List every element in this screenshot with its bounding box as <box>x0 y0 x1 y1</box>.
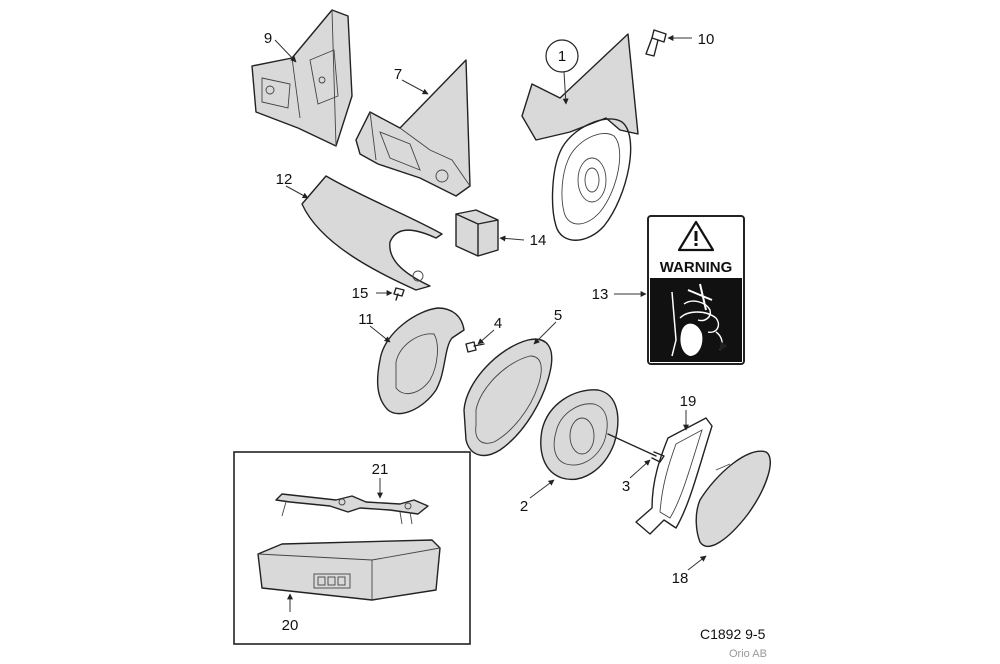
callout-3: 3 <box>622 478 630 495</box>
callout-21: 21 <box>372 461 389 478</box>
callout-9: 9 <box>264 30 272 47</box>
part-10-screw <box>645 29 667 57</box>
part-21-bracket <box>275 493 429 525</box>
inset-box <box>233 451 471 645</box>
part-20-control-module <box>257 539 441 601</box>
part-15-screw <box>393 287 405 301</box>
part-13-warning-label: WARNING <box>647 215 745 365</box>
drawing-code: C1892 9-5 <box>700 626 766 642</box>
credit-text: Orio AB <box>729 648 767 660</box>
callout-14: 14 <box>530 232 547 249</box>
callout-11: 11 <box>358 311 374 328</box>
part-9-mounting-bracket <box>251 9 353 147</box>
part-7-mirror-base <box>355 59 471 197</box>
leader-lines <box>274 35 707 612</box>
part-2-mirror-actuator <box>540 389 619 480</box>
warning-triangle-icon <box>677 220 715 252</box>
callout-4: 4 <box>494 315 502 332</box>
assembled-mirror <box>521 33 639 241</box>
callout-13: 13 <box>592 286 609 303</box>
part-14-module <box>455 209 499 257</box>
part-4-screw <box>465 341 485 353</box>
warning-label-text: WARNING <box>660 259 733 276</box>
hand-crush-icon <box>671 283 728 357</box>
callout-circle-1 <box>545 39 579 73</box>
callout-1: 1 <box>558 48 566 65</box>
part-5-mirror-housing <box>463 338 553 457</box>
callout-5: 5 <box>554 307 562 324</box>
callout-20: 20 <box>282 617 299 634</box>
callout-18: 18 <box>672 570 689 587</box>
callout-labels: 1 2 3 4 5 7 9 10 11 12 13 14 15 18 19 20… <box>264 30 715 634</box>
callout-19: 19 <box>680 393 697 410</box>
callout-15: 15 <box>352 285 369 302</box>
callout-7: 7 <box>394 66 402 83</box>
callout-12: 12 <box>276 171 293 188</box>
part-11-housing-cover <box>376 307 465 415</box>
callout-2: 2 <box>520 498 528 515</box>
part-12-cover-plate <box>301 175 443 291</box>
part-19-gasket <box>635 417 713 535</box>
part-3-long-screw <box>607 433 665 463</box>
part-18-mirror-glass <box>695 450 771 547</box>
callout-10: 10 <box>698 31 715 48</box>
